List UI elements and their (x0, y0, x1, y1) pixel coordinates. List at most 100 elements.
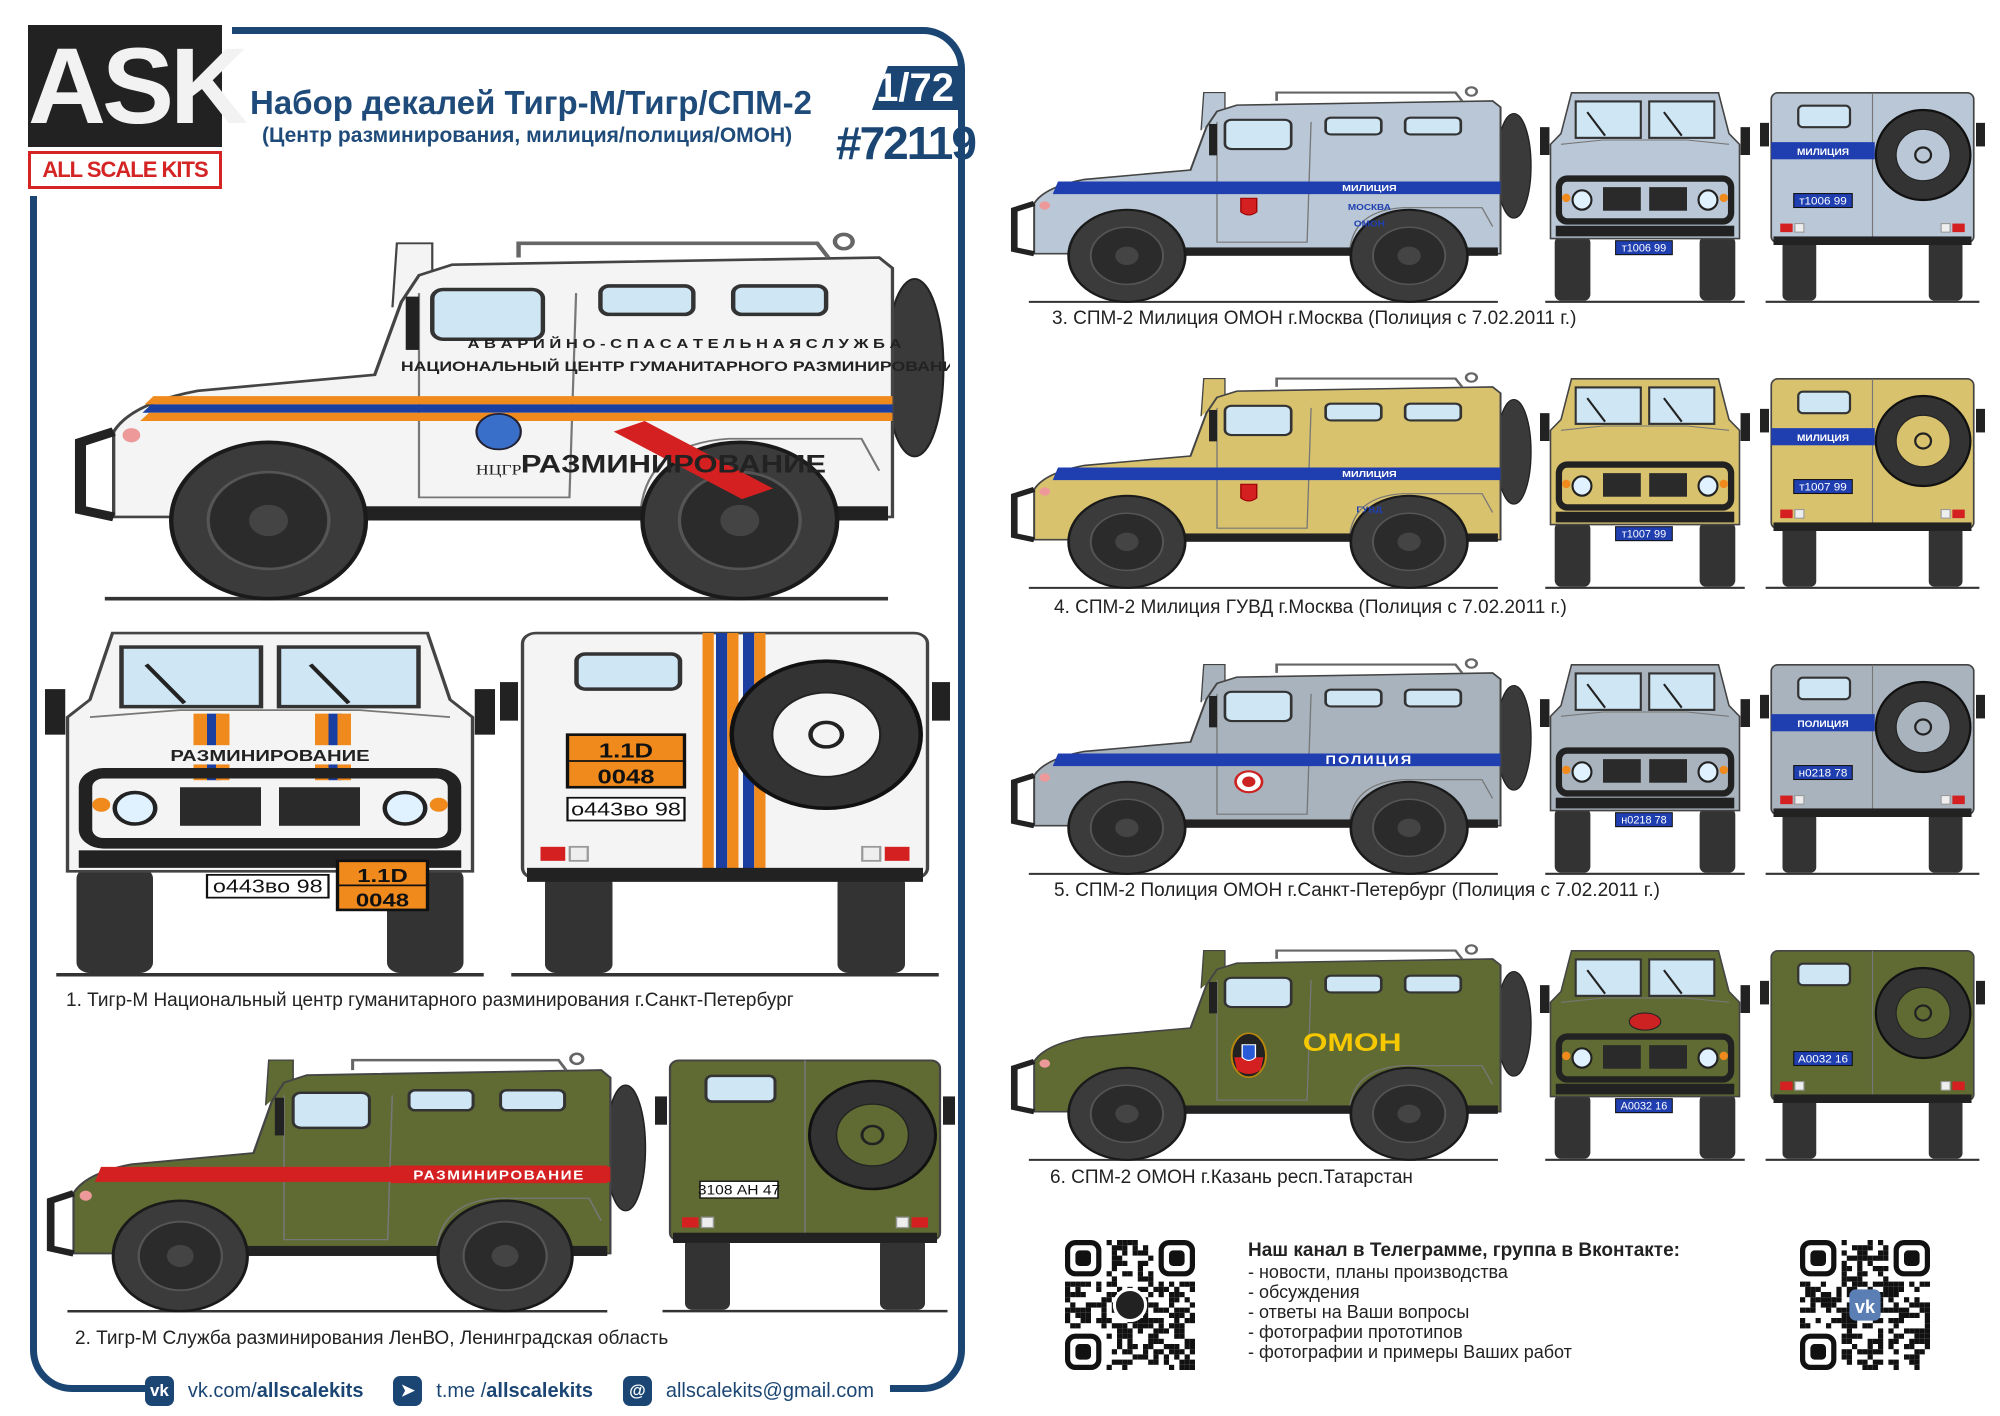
rear-wheel (1782, 240, 1817, 301)
qr-module (1122, 1240, 1128, 1246)
rear-stripe-lettering: МИЛИЦИЯ (1797, 433, 1849, 444)
qr-module (1914, 1333, 1920, 1339)
qr-finder (1065, 1240, 1102, 1277)
qr-module (1179, 1364, 1185, 1370)
qr-module (1800, 1307, 1806, 1313)
rear-window (1797, 962, 1852, 987)
qr-module (1189, 1286, 1195, 1292)
qr-module (1189, 1359, 1195, 1365)
vehicle-6-front-view: А0032 16 (1540, 938, 1750, 1163)
qr-module (1831, 1318, 1837, 1324)
vk-link[interactable]: vk.com/allscalekits (188, 1380, 364, 1403)
qr-module (1122, 1333, 1128, 1339)
qr-module (1169, 1364, 1175, 1370)
mirror (655, 1096, 667, 1125)
qr-module (1111, 1255, 1117, 1261)
front-wheel (1554, 522, 1591, 587)
side-mirror (1209, 695, 1217, 728)
qr-module (1122, 1271, 1128, 1277)
license-plate (566, 796, 686, 822)
grille (1649, 759, 1687, 783)
reverse-light (1940, 795, 1951, 805)
qr-module (1862, 1245, 1868, 1251)
qr-finder (1800, 1333, 1837, 1370)
telegram-link-handle: allscalekits (486, 1379, 594, 1402)
qr-module (1184, 1354, 1190, 1360)
tail-light (1952, 223, 1965, 233)
qr-module (1091, 1302, 1097, 1308)
qr-module (1148, 1271, 1154, 1277)
qr-module (1893, 1286, 1899, 1292)
side-window (430, 287, 546, 342)
tail-light (911, 1217, 928, 1228)
qr-finder-center (1904, 1250, 1920, 1266)
qr-module (1841, 1338, 1847, 1344)
qr-module (1137, 1260, 1143, 1266)
email-icon: @ (623, 1376, 652, 1406)
qr-module (1841, 1250, 1847, 1256)
qr-module (1888, 1344, 1894, 1350)
qr-module (1846, 1266, 1852, 1272)
qr-module (1924, 1281, 1930, 1287)
qr-module (1836, 1292, 1842, 1298)
qr-module (1888, 1292, 1894, 1298)
snorkel (1200, 950, 1226, 989)
qr-module (1137, 1250, 1143, 1256)
qr-module (1904, 1307, 1910, 1313)
telegram-link[interactable]: t.me /allscalekits (436, 1380, 593, 1403)
qr-module (1883, 1281, 1889, 1287)
qr-module (1836, 1318, 1842, 1324)
license-plate-number: о443во 98 (571, 800, 681, 820)
qr-module (1065, 1307, 1071, 1313)
email-link[interactable]: allscalekits@gmail.com (665, 1379, 874, 1402)
roof-rail (1275, 663, 1464, 674)
qr-module (1111, 1250, 1117, 1256)
grille (1603, 473, 1641, 497)
wiper (1663, 397, 1683, 423)
qr-module (1153, 1354, 1159, 1360)
qr-module (1872, 1364, 1878, 1370)
wheel-arch-panel (435, 1197, 602, 1253)
spare-wheel (1495, 684, 1532, 791)
qr-module (1143, 1286, 1149, 1292)
qr-module (1878, 1359, 1884, 1365)
mirror (1976, 122, 1985, 147)
qr-module (1924, 1312, 1930, 1318)
social-info-item: - фотографии прототипов (1248, 1322, 1463, 1342)
qr-module (1831, 1297, 1837, 1303)
qr-pattern (1065, 1240, 1195, 1370)
qr-module (1143, 1344, 1149, 1350)
side-window (730, 284, 829, 317)
vk-qr-code[interactable]: vk (1800, 1240, 1930, 1370)
wheel-hub (166, 1244, 194, 1268)
qr-module (1872, 1338, 1878, 1344)
qr-module (1888, 1359, 1894, 1365)
qr-finder-center (1810, 1250, 1826, 1266)
qr-module (1914, 1349, 1920, 1355)
side-window (1324, 402, 1383, 422)
qr-module (1127, 1328, 1133, 1334)
qr-module (1070, 1307, 1076, 1313)
stripe-lettering: МИЛИЦИЯ (1342, 470, 1397, 480)
qr-module (1158, 1318, 1164, 1324)
qr-module (1169, 1312, 1175, 1318)
qr-module (1153, 1328, 1159, 1334)
wheel-arch-panel (1348, 493, 1494, 539)
side-mirror (405, 296, 419, 350)
qr-module (1143, 1349, 1149, 1355)
qr-module (1096, 1286, 1102, 1292)
rear-stripe-lettering: МИЛИЦИЯ (1797, 147, 1849, 158)
rear-stripe (1771, 714, 1875, 732)
side-window (598, 284, 696, 317)
qr-module (1826, 1302, 1832, 1308)
telegram-qr-code[interactable] (1065, 1240, 1195, 1370)
qr-module (1924, 1328, 1930, 1334)
qr-module (1820, 1302, 1826, 1308)
side-lettering: НЦГР (476, 463, 522, 478)
side-window (1403, 116, 1463, 136)
qr-module (1148, 1302, 1154, 1308)
qr-module (1893, 1281, 1899, 1287)
qr-module (1846, 1333, 1852, 1339)
qr-module (1163, 1359, 1169, 1365)
front-bumper (1555, 797, 1735, 809)
